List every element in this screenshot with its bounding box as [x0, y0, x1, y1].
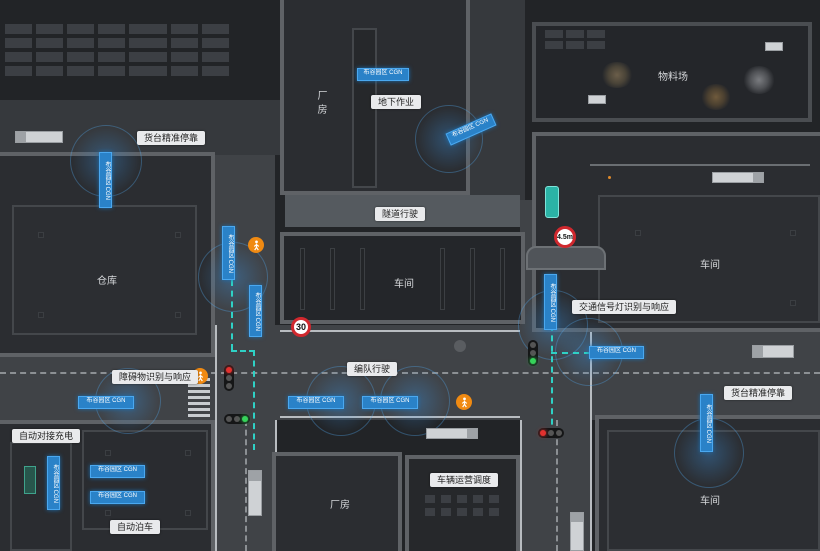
planned-path: [551, 325, 553, 435]
autonomous-bus[interactable]: 布谷园区 CGN: [700, 394, 713, 452]
pillar: [38, 312, 44, 318]
building-grid: [140, 24, 229, 76]
material-pile: [742, 66, 776, 94]
stop-line: [280, 330, 520, 332]
pedestrian-icon: [456, 394, 472, 410]
autonomous-bus[interactable]: 布谷园区 CGN: [288, 396, 344, 409]
pillar: [38, 232, 44, 238]
autonomous-bus[interactable]: 布谷园区 CGN: [90, 491, 145, 504]
traffic-light: [224, 365, 234, 391]
autonomous-bus[interactable]: 布谷园区 CGN: [357, 68, 409, 81]
pillar: [105, 450, 111, 456]
scenario-label-dock-left[interactable]: 货台精准停靠: [137, 131, 206, 145]
traffic-light: [538, 428, 564, 438]
parking-slot: [360, 248, 365, 310]
planned-path: [551, 352, 601, 354]
scenario-label-dock-right[interactable]: 货台精准停靠: [724, 386, 793, 400]
pillar: [185, 510, 191, 516]
lane-marking: [556, 420, 558, 551]
scenario-label-auto-park[interactable]: 自动泊车: [110, 520, 161, 534]
pillar: [185, 450, 191, 456]
autonomous-bus[interactable]: 布谷园区 CGN: [249, 285, 262, 337]
zone-label-material-yard: 物料场: [658, 72, 688, 83]
zone-label-workshop-center: 车间: [394, 279, 414, 290]
height-limit-gate: [526, 246, 606, 270]
manhole: [454, 340, 466, 352]
traffic-light: [224, 414, 250, 424]
workshop-center-zone: [280, 232, 525, 324]
truck[interactable]: [15, 131, 63, 143]
building-grid: [5, 24, 156, 76]
scenario-label-dispatch[interactable]: 车辆运营调度: [430, 473, 499, 487]
factory-zone-bottom: [272, 452, 402, 551]
road-edge: [520, 420, 522, 551]
scenario-label-obstacle[interactable]: 障碍物识别与响应: [112, 370, 199, 384]
pillar: [175, 232, 181, 238]
autonomous-bus[interactable]: 布谷园区 CGN: [99, 152, 112, 208]
parking-slot: [300, 248, 305, 310]
pillar: [105, 510, 111, 516]
planned-path: [231, 280, 233, 350]
pillar: [175, 312, 181, 318]
autonomous-bus[interactable]: 布谷园区 CGN: [544, 274, 557, 330]
truck[interactable]: [248, 470, 262, 516]
scenario-label-underground[interactable]: 地下作业: [371, 95, 422, 109]
building-grid: [545, 30, 605, 49]
parking-slot: [470, 248, 475, 310]
charging-station: [24, 466, 36, 494]
zone-label-workshop-right: 车间: [700, 260, 720, 271]
autonomous-bus[interactable]: 布谷园区 CGN: [90, 465, 145, 478]
charging-floor: [10, 442, 72, 551]
autonomous-bus[interactable]: 布谷园区 CGN: [47, 456, 60, 510]
material-pile: [700, 84, 732, 110]
scenario-label-auto-charge[interactable]: 自动对接充电: [12, 429, 81, 443]
road-edge: [590, 325, 592, 551]
dispatch-bay: [425, 495, 499, 516]
truck[interactable]: [426, 428, 478, 439]
lane-marking: [245, 420, 247, 551]
truck[interactable]: [570, 512, 584, 551]
road-top-vertical: [470, 0, 525, 200]
planned-path: [231, 350, 255, 352]
marker-dot: [608, 176, 611, 179]
zone-label-factory-bottom: 厂房: [330, 500, 350, 511]
zone-label-workshop-bottom: 车间: [700, 496, 720, 507]
truck[interactable]: [712, 172, 764, 183]
zone-label-factory: 厂房: [315, 90, 326, 118]
autonomous-bus[interactable]: 布谷园区 CGN: [589, 346, 644, 359]
autonomous-bus[interactable]: 布谷园区 CGN: [78, 396, 134, 409]
traffic-light: [528, 340, 538, 366]
pillar: [635, 230, 641, 236]
planned-path: [253, 350, 255, 450]
passenger-car[interactable]: [545, 186, 559, 218]
scenario-label-tunnel[interactable]: 隧道行驶: [375, 207, 426, 221]
road-edge: [215, 325, 217, 551]
height-limit-sign: 4.5m: [554, 226, 576, 248]
truck[interactable]: [752, 345, 794, 358]
parking-slot: [330, 248, 335, 310]
autonomous-bus[interactable]: 布谷园区 CGN: [362, 396, 418, 409]
parking-slot: [500, 248, 505, 310]
loader-vehicle: [765, 42, 783, 51]
road-edge: [590, 164, 810, 166]
pillar: [790, 300, 796, 306]
parking-slot: [440, 248, 445, 310]
dispatch-zone: [405, 455, 520, 551]
loader-vehicle: [588, 95, 606, 104]
scenario-label-traffic-light[interactable]: 交通信号灯识别与响应: [572, 300, 677, 314]
pillar: [790, 230, 796, 236]
road-upper-horizontal: [0, 100, 280, 155]
zone-label-warehouse: 仓库: [97, 276, 117, 287]
pedestrian-icon: [248, 237, 264, 253]
scenario-label-platoon[interactable]: 编队行驶: [347, 362, 398, 376]
autonomous-bus[interactable]: 布谷园区 CGN: [222, 226, 235, 280]
material-pile: [600, 62, 634, 88]
speed-limit-sign: 30: [291, 317, 311, 337]
